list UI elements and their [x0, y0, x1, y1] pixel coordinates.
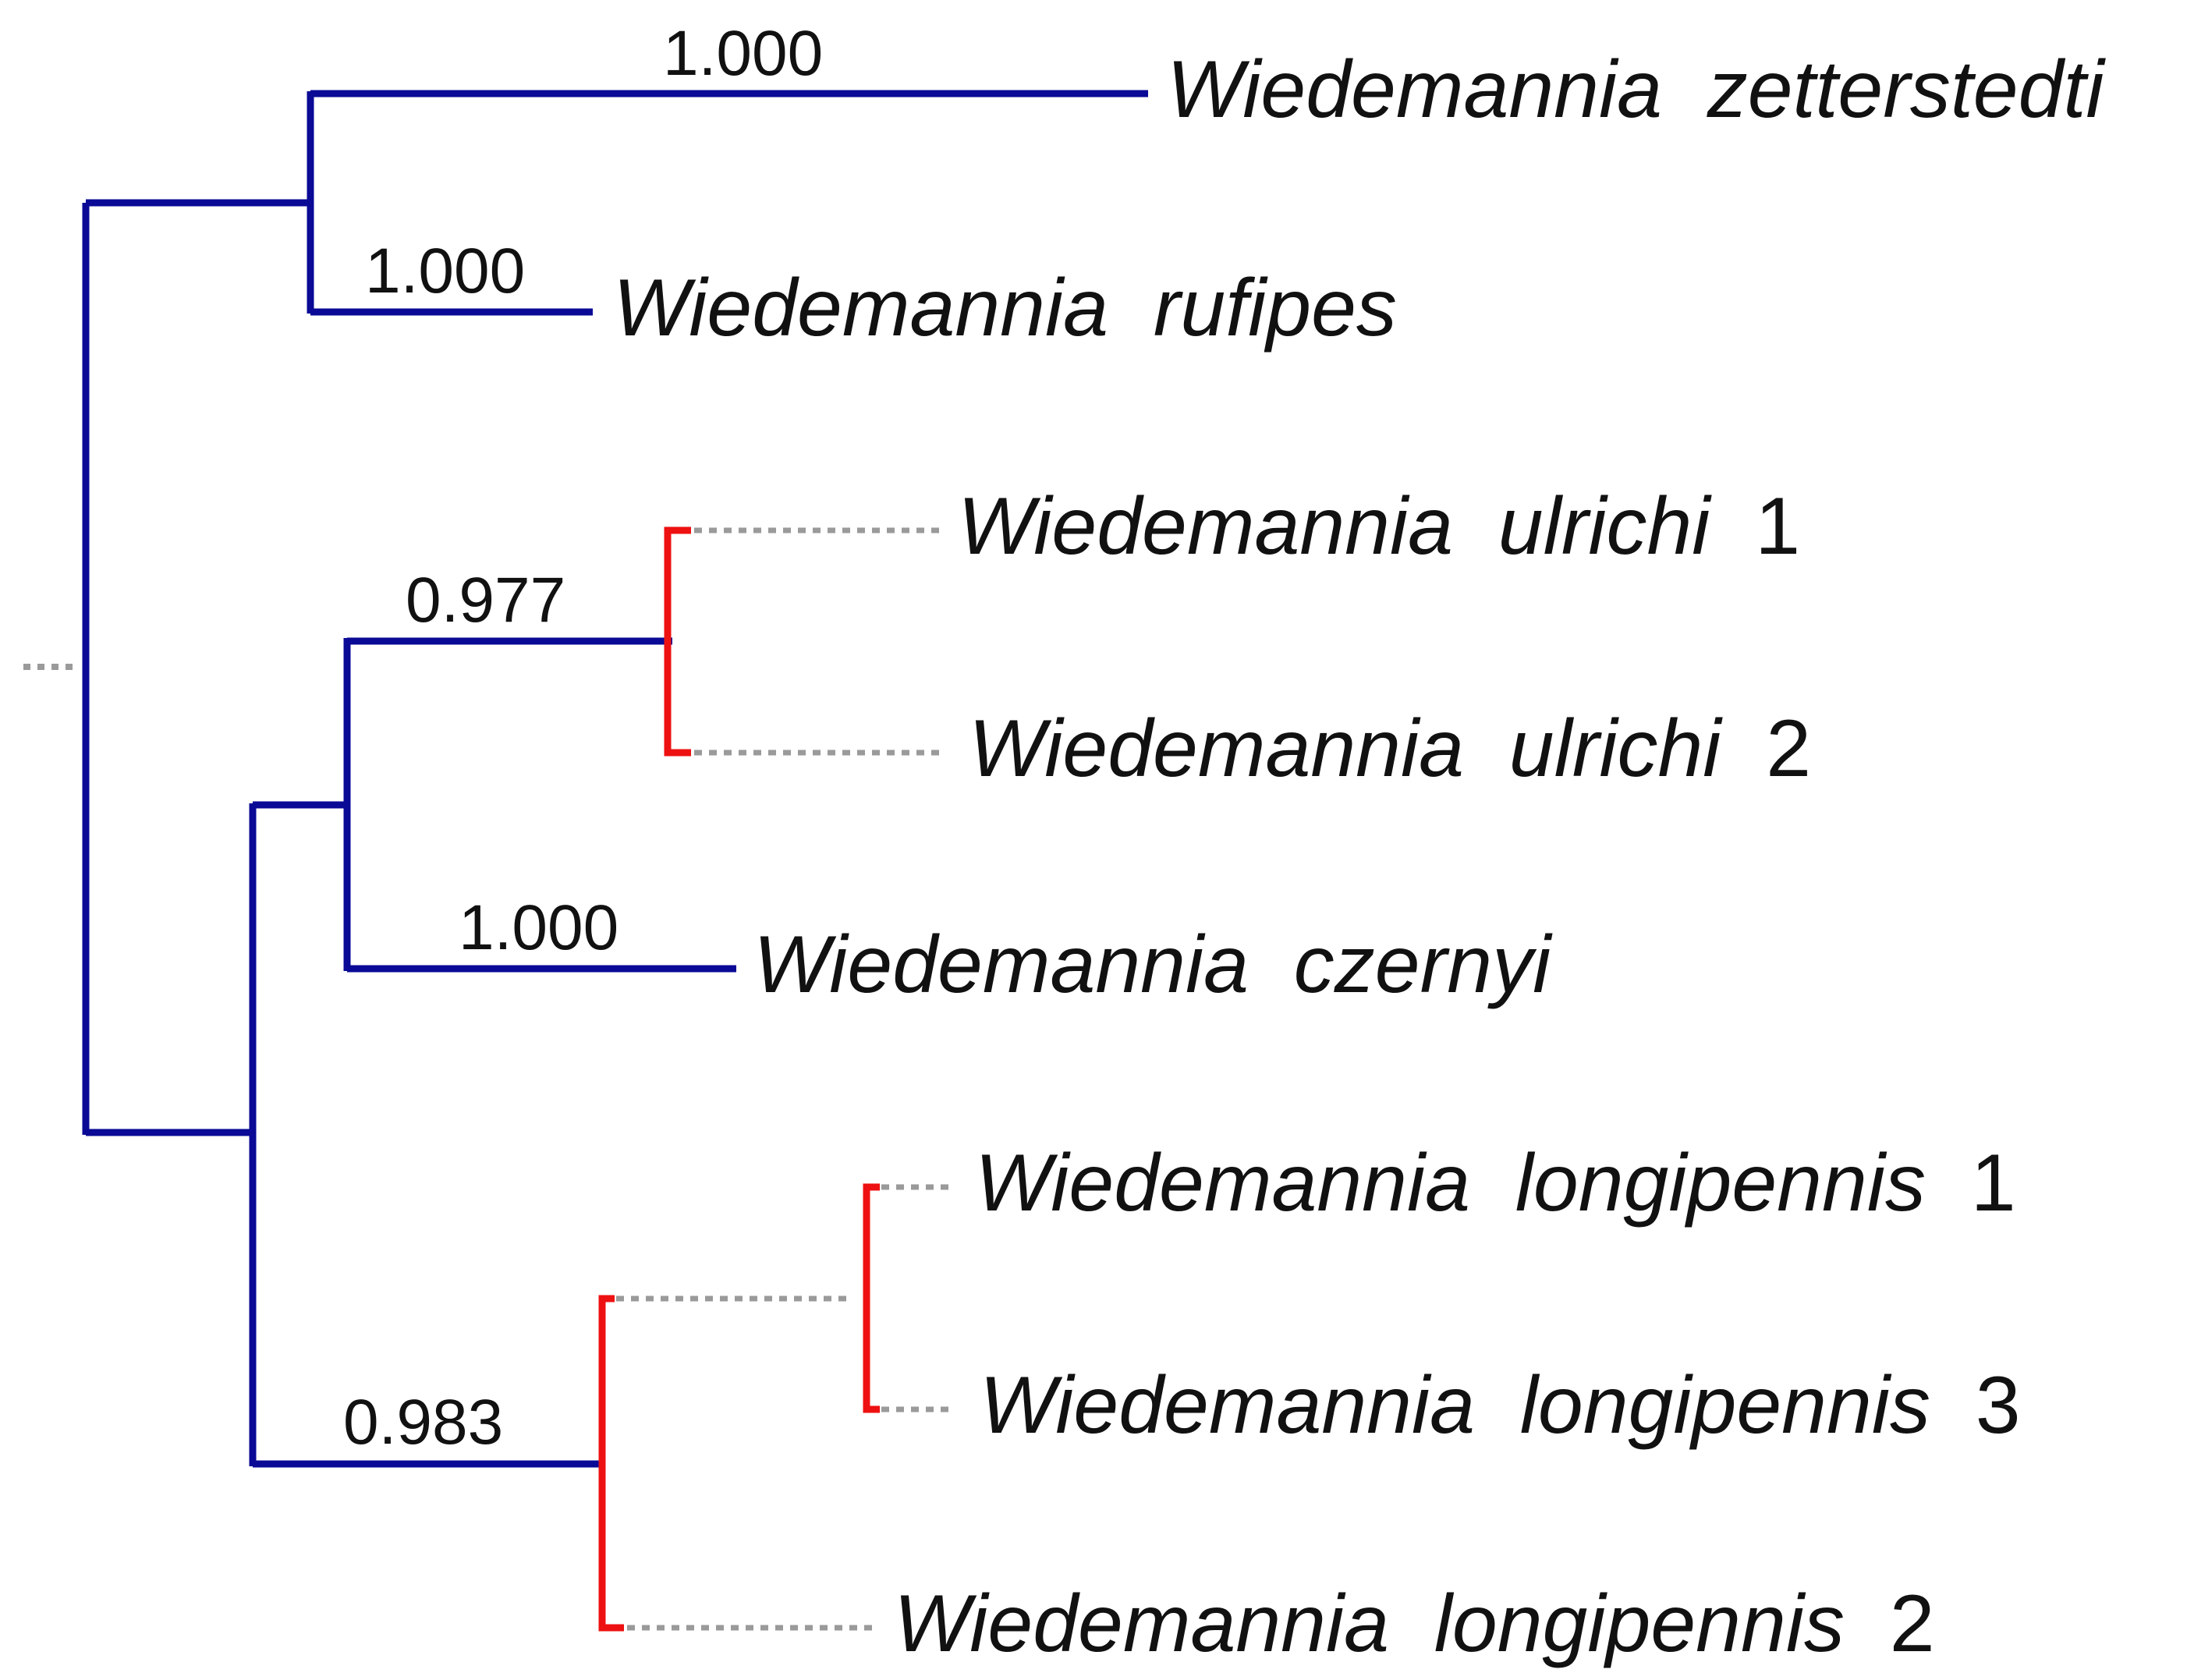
support-longipennis-clade: 0.983 — [343, 1387, 503, 1458]
support-czernyi: 1.000 — [459, 892, 619, 963]
taxon-label: Wiedemannia longipennis 2 — [894, 1579, 1935, 1669]
taxon-epithet: rufipes — [1131, 263, 1397, 353]
taxon-number: 3 — [1953, 1360, 2021, 1451]
taxon-epithet: longipennis — [1412, 1579, 1845, 1669]
taxon-number: 1 — [1732, 481, 1800, 572]
ulrichi-bracket — [664, 526, 691, 757]
taxon-label: Wiedemannia ulrichi 1 — [958, 481, 1800, 572]
supported-branches — [82, 90, 1148, 1468]
taxon-label: Wiedemannia longipennis 1 — [975, 1138, 2016, 1228]
longipennis-inner-bracket — [863, 1183, 880, 1413]
unsupported-branches — [598, 526, 880, 1632]
taxon-label: Wiedemannia zetterstedti — [1167, 44, 2106, 135]
taxon-epithet: longipennis — [1493, 1138, 1926, 1228]
taxon-epithet: longipennis — [1498, 1360, 1930, 1451]
taxon-genus: Wiedemannia — [969, 704, 1464, 794]
taxon-number: 2 — [1867, 1579, 1935, 1669]
dotted-branches — [616, 527, 953, 1631]
taxon-genus: Wiedemannia — [613, 263, 1108, 353]
taxon-genus: Wiedemannia — [1167, 44, 1662, 135]
taxon-genus: Wiedemannia — [753, 920, 1249, 1010]
longipennis-outer-bracket — [598, 1295, 624, 1632]
support-ulrichi-clade: 0.977 — [406, 565, 565, 636]
taxon-genus: Wiedemannia — [894, 1579, 1389, 1669]
taxon-label: Wiedemannia ulrichi 2 — [969, 704, 1811, 794]
taxon-label: Wiedemannia longipennis 3 — [980, 1360, 2021, 1451]
taxon-epithet: ulrichi — [1487, 704, 1723, 794]
taxon-epithet: czernyi — [1271, 920, 1553, 1010]
taxon-number: 2 — [1743, 704, 1811, 794]
taxon-genus: Wiedemannia — [980, 1360, 1475, 1451]
taxon-labels: Wiedemannia zetterstedti Wiedemannia ruf… — [613, 44, 2106, 1669]
taxon-number: 1 — [1948, 1138, 2016, 1228]
taxon-genus: Wiedemannia — [975, 1138, 1470, 1228]
support-values: 1.000 1.000 0.977 1.000 0.983 — [343, 18, 823, 1458]
support-rufipes: 1.000 — [365, 236, 525, 307]
taxon-label: Wiedemannia czernyi — [753, 920, 1553, 1010]
support-zetterstedti: 1.000 — [663, 18, 823, 89]
taxon-epithet: ulrichi — [1476, 481, 1712, 572]
taxon-label: Wiedemannia rufipes — [613, 263, 1397, 353]
taxon-genus: Wiedemannia — [958, 481, 1453, 572]
taxon-epithet: zetterstedti — [1685, 44, 2106, 135]
